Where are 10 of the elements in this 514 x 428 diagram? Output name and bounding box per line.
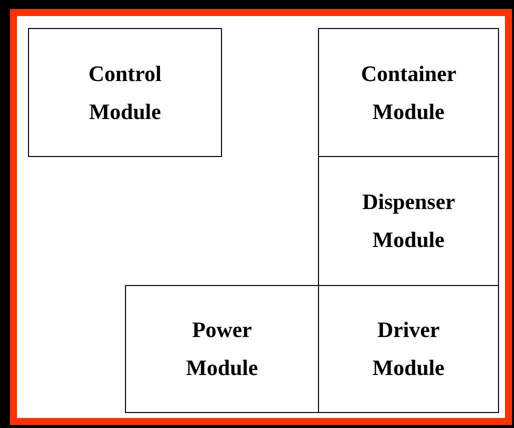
module-box — [318, 156, 499, 286]
module-label: Control Module — [88, 60, 162, 126]
module-label: Power Module — [186, 316, 258, 382]
module-box — [318, 28, 499, 157]
module-box — [318, 285, 499, 413]
module-box — [125, 285, 319, 413]
module-box — [28, 28, 222, 157]
module-label: Driver Module — [372, 316, 445, 382]
module-label: Dispenser Module — [362, 188, 455, 254]
module-label: Container Module — [361, 60, 456, 126]
